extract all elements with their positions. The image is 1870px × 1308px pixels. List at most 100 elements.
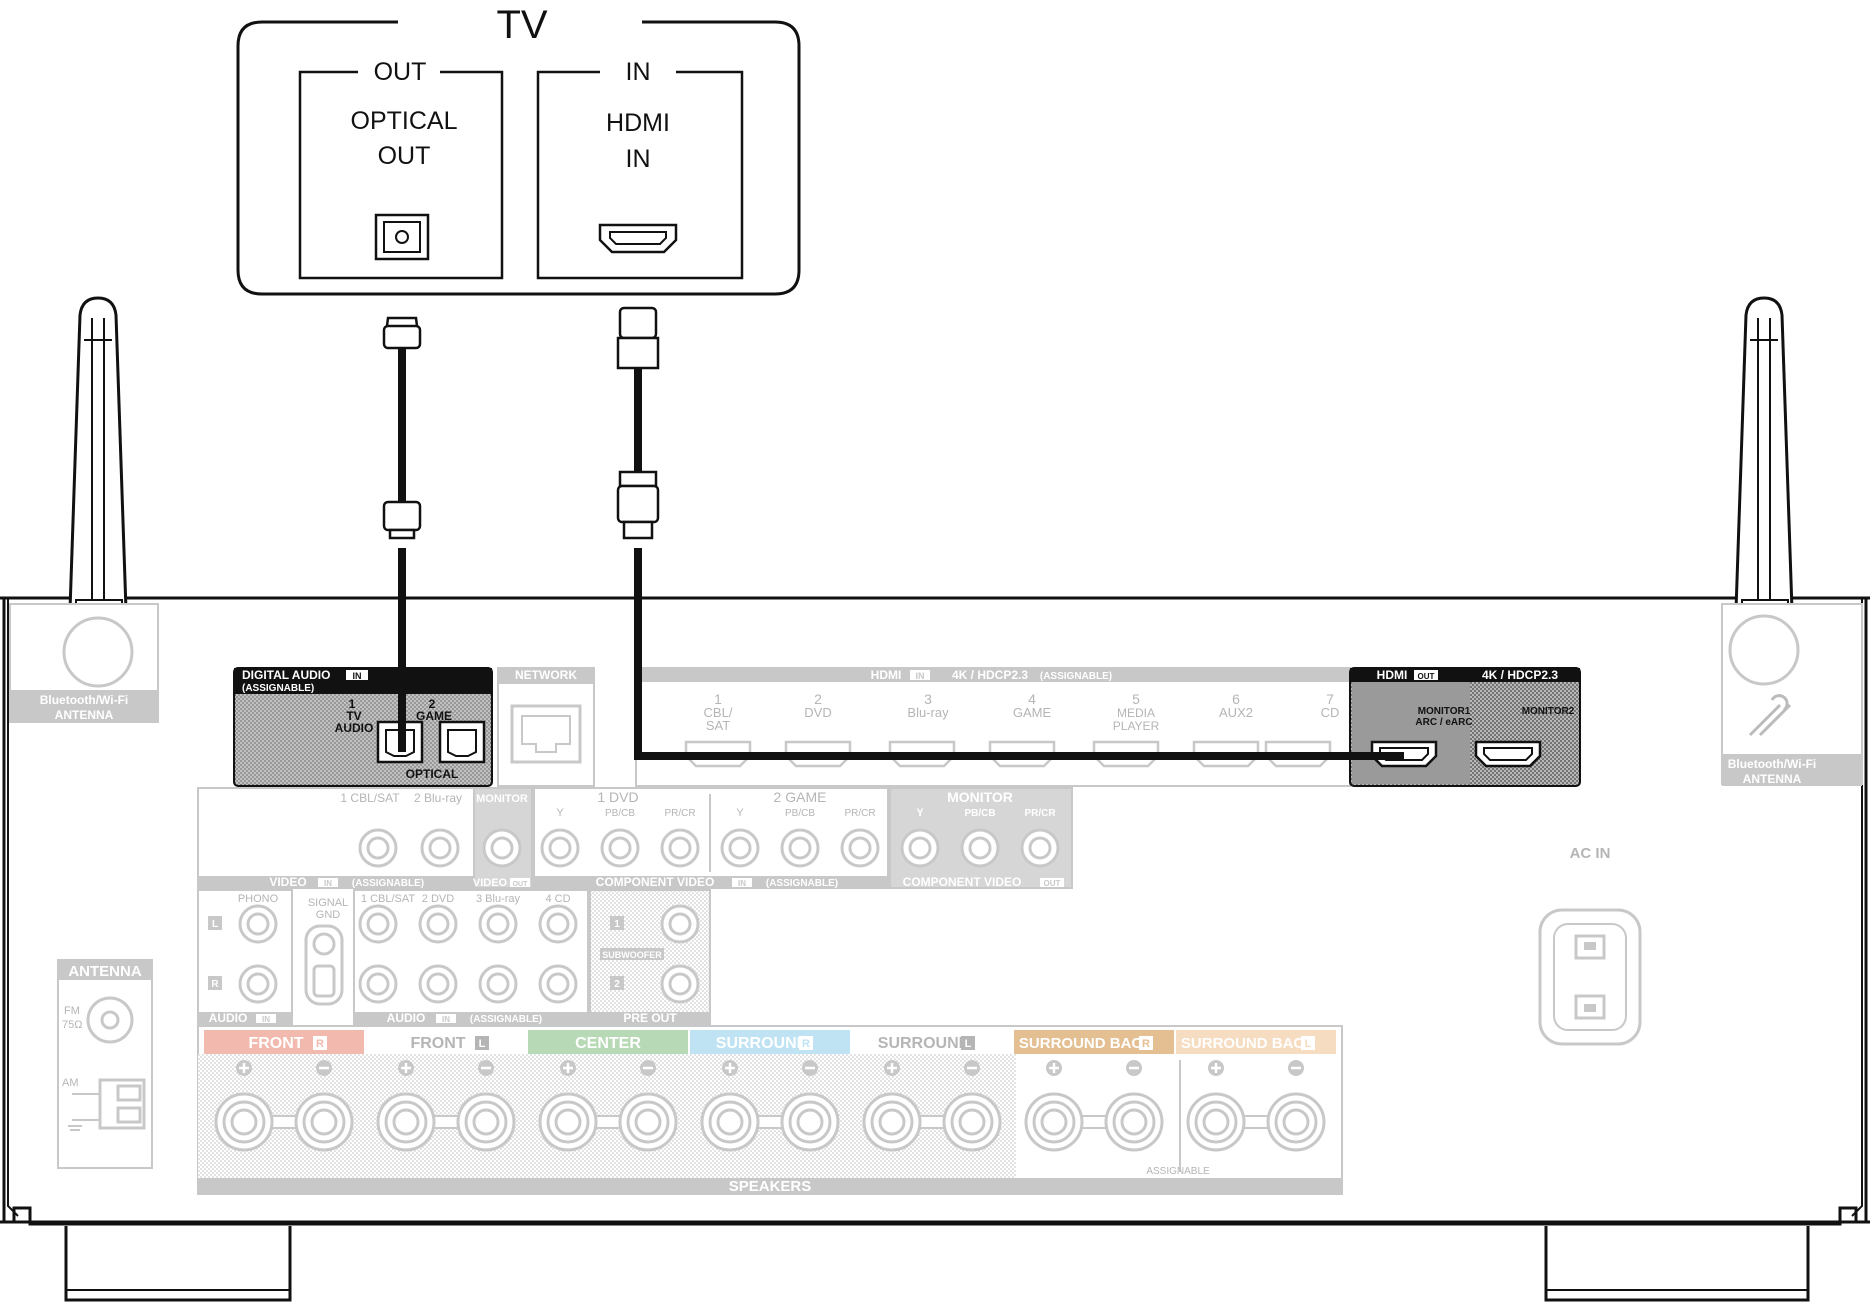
speaker-7-plus-terminal[interactable] xyxy=(1186,1092,1246,1152)
hdmi-out-title: HDMI xyxy=(1377,668,1408,682)
speaker-group-5-label: SURROUND xyxy=(878,1035,970,1052)
speaker-group-4-side: R xyxy=(802,1038,810,1050)
component-in-assign: (ASSIGNABLE) xyxy=(766,878,838,889)
subwoofer-2-jack[interactable] xyxy=(660,964,700,1004)
audio-in-3-l-jack[interactable] xyxy=(478,904,518,944)
video-monitor-out-jack[interactable] xyxy=(482,828,522,868)
hdmi-in-7-l1: CD xyxy=(1321,705,1340,720)
component-in-2-y-jack[interactable] xyxy=(720,828,760,868)
hdmi-out-monitor1-l1: MONITOR1 xyxy=(1418,706,1471,717)
tv-unit: TV OUT OPTICAL OUT IN HDMI IN xyxy=(236,3,801,296)
speaker-2-plus-terminal[interactable] xyxy=(376,1092,436,1152)
left-foot xyxy=(64,1226,292,1302)
speaker-group-3: CENTER xyxy=(528,1030,688,1152)
tv-hdmi-in-port[interactable] xyxy=(598,223,678,254)
speaker-1-minus-terminal[interactable] xyxy=(294,1092,354,1152)
fm-antenna-jack[interactable] xyxy=(86,996,134,1044)
video-in-1-jack[interactable] xyxy=(358,828,398,868)
digital-audio-jack1-l2: AUDIO xyxy=(335,721,374,735)
pre-out-subwoofer: SUBWOOFER xyxy=(602,950,662,960)
optical-cable xyxy=(382,316,422,752)
component-in-1-pr-jack[interactable] xyxy=(660,828,700,868)
speakers-footer: SPEAKERS xyxy=(729,1178,812,1195)
am-antenna-terminal[interactable] xyxy=(68,1078,146,1131)
component-out-pr-jack[interactable] xyxy=(1020,828,1060,868)
hdmi-in-assign: (ASSIGNABLE) xyxy=(1040,671,1112,682)
speaker-1-plus-terminal[interactable] xyxy=(214,1092,274,1152)
speaker-group-4-label: SURROUND xyxy=(716,1035,808,1052)
audio-in-4-label: 4 CD xyxy=(545,893,570,905)
digital-audio-in-panel: DIGITAL AUDIO IN (ASSIGNABLE) 1 TV AUDIO… xyxy=(233,667,493,787)
speaker-4-minus-terminal[interactable] xyxy=(780,1092,840,1152)
hdmi-in-4-num: 4 xyxy=(1028,691,1036,707)
video-monitor-label: MONITOR xyxy=(476,793,528,805)
bt-antenna-left-line1: Bluetooth/Wi-Fi xyxy=(40,693,129,707)
phono-r-jack[interactable] xyxy=(238,964,278,1004)
component-in-group-2: 2 GAME xyxy=(774,789,827,805)
speaker-4-plus-terminal[interactable] xyxy=(700,1092,760,1152)
audio-in-1-r-jack[interactable] xyxy=(358,964,398,1004)
hdmi-in-5-num: 5 xyxy=(1132,691,1140,707)
audio-in-1-l-jack[interactable] xyxy=(358,904,398,944)
pre-out-n2: 2 xyxy=(614,979,620,990)
hdmi-out-panel: HDMI OUT 4K / HDCP2.3 MONITOR1 ARC / eAR… xyxy=(1349,667,1581,787)
bt-antenna-left-line2: ANTENNA xyxy=(55,708,114,722)
digital-audio-title: DIGITAL AUDIO xyxy=(242,668,330,682)
pre-out-footer: PRE OUT xyxy=(623,1011,677,1025)
tv-hdmi-in-line1: HDMI xyxy=(606,109,670,137)
component-in-1-pb-jack[interactable] xyxy=(600,828,640,868)
right-antenna xyxy=(1734,296,1794,641)
audio-in-2-l-jack[interactable] xyxy=(418,904,458,944)
tv-optical-out-port[interactable] xyxy=(374,213,430,261)
hdmi-in-1-l1: CBL/ xyxy=(704,705,733,720)
component-in-1-y-jack[interactable] xyxy=(540,828,580,868)
audio-phono-panel: PHONO L R AUDIO IN xyxy=(197,889,293,1025)
hdmi-in-5-l2: PLAYER xyxy=(1113,719,1160,733)
video-in-2-jack[interactable] xyxy=(420,828,460,868)
speaker-3-plus-terminal[interactable] xyxy=(538,1092,598,1152)
component-in-1-pr: PR/CR xyxy=(664,808,695,819)
component-in-2-pb-jack[interactable] xyxy=(780,828,820,868)
left-antenna xyxy=(68,296,128,641)
speaker-5-minus-terminal[interactable] xyxy=(942,1092,1002,1152)
optical-in-2-port[interactable] xyxy=(438,720,486,764)
hdmi-out-monitor2-port[interactable] xyxy=(1474,740,1542,768)
speaker-6-minus-terminal[interactable] xyxy=(1104,1092,1164,1152)
video-out-footer: VIDEO xyxy=(473,877,508,889)
component-in-footer: COMPONENT VIDEO xyxy=(596,875,715,889)
digital-audio-sub: (ASSIGNABLE) xyxy=(242,683,314,694)
speaker-6-plus-terminal[interactable] xyxy=(1024,1092,1084,1152)
hdmi-in-5-l1: MEDIA xyxy=(1117,706,1155,720)
digital-audio-badge: IN xyxy=(353,671,362,681)
component-video-in-panel: 1 DVD 2 GAME Y PB/CB PR/CR Y PB/CB PR/CR… xyxy=(533,787,889,889)
audio-in-2-r-jack[interactable] xyxy=(418,964,458,1004)
network-port-panel: NETWORK xyxy=(497,667,595,787)
speaker-7-minus-terminal[interactable] xyxy=(1266,1092,1326,1152)
component-out-pb-jack[interactable] xyxy=(960,828,1000,868)
tv-hdmi-in-line2: IN xyxy=(626,145,651,173)
component-in-2-pr-jack[interactable] xyxy=(840,828,880,868)
audio-in-4-r-jack[interactable] xyxy=(538,964,578,1004)
speaker-2-minus-terminal[interactable] xyxy=(456,1092,516,1152)
audio-in-footer: AUDIO xyxy=(387,1011,426,1025)
bt-antenna-left-jack: Bluetooth/Wi-Fi ANTENNA xyxy=(9,603,159,723)
audio-in-3-r-jack[interactable] xyxy=(478,964,518,1004)
hdmi-in-badge: IN xyxy=(916,671,925,681)
phono-l-jack[interactable] xyxy=(238,904,278,944)
component-out-y-jack[interactable] xyxy=(900,828,940,868)
ac-in-socket[interactable] xyxy=(1538,908,1642,1046)
audio-in-1-label: 1 CBL/SAT xyxy=(361,893,415,905)
hdmi-in-6-l1: AUX2 xyxy=(1219,705,1253,720)
audio-in-4-l-jack[interactable] xyxy=(538,904,578,944)
speaker-3-minus-terminal[interactable] xyxy=(618,1092,678,1152)
speaker-group-7-side: L xyxy=(1305,1038,1312,1050)
subwoofer-1-jack[interactable] xyxy=(660,904,700,944)
speaker-5-plus-terminal[interactable] xyxy=(862,1092,922,1152)
speakers-assignable: ASSIGNABLE xyxy=(1146,1166,1210,1177)
bt-antenna-right-line2: ANTENNA xyxy=(1743,772,1802,786)
digital-audio-jack2-num: 2 xyxy=(429,697,436,711)
tv-optical-out-line2: OUT xyxy=(378,142,431,170)
